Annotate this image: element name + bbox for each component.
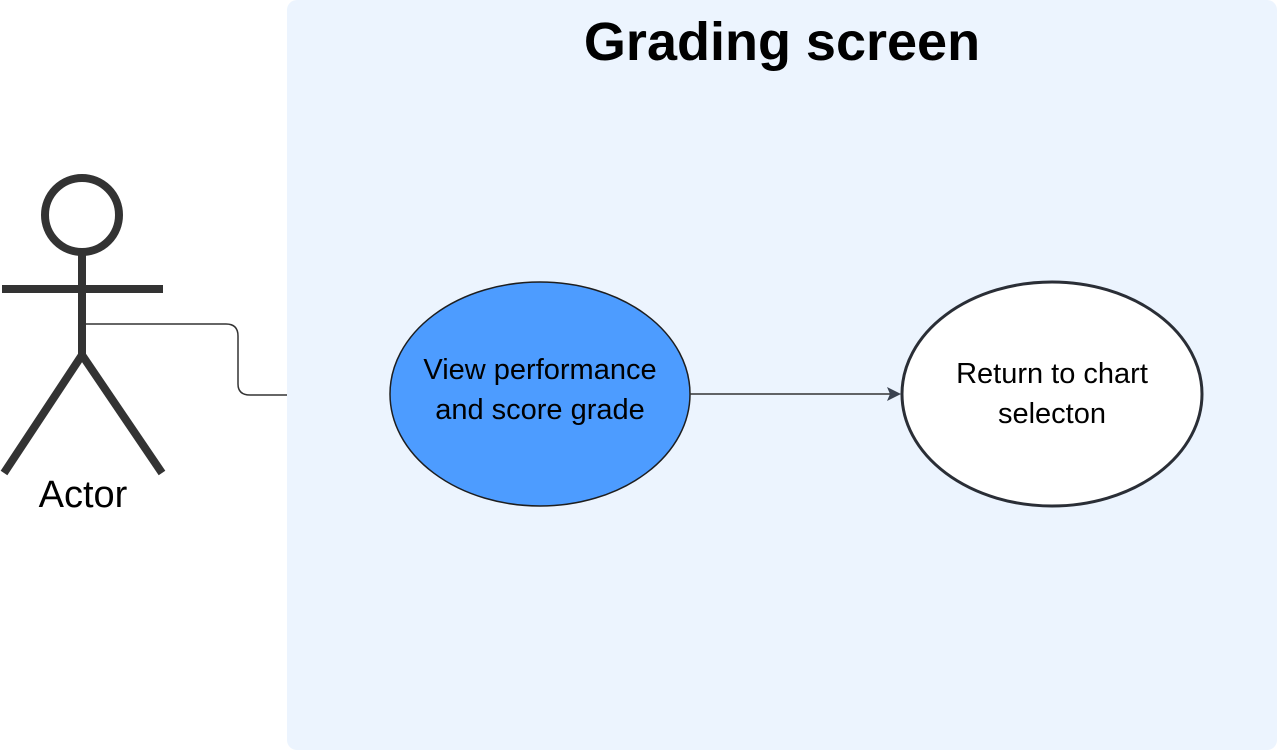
actor-association-line [84, 323, 287, 396]
actor-label: Actor [38, 474, 128, 516]
use-case-return-to-chart-selection[interactable] [900, 280, 1204, 508]
actor-right-leg [78, 352, 166, 476]
actor-head [41, 174, 123, 256]
system-title: Grading screen [583, 12, 981, 72]
use-case-view-performance-label: View performance and score grade [423, 354, 657, 426]
actor-figure[interactable] [0, 174, 166, 476]
actor-left-leg [0, 352, 86, 476]
use-case-return-label: Return to chart selecton [956, 358, 1148, 430]
